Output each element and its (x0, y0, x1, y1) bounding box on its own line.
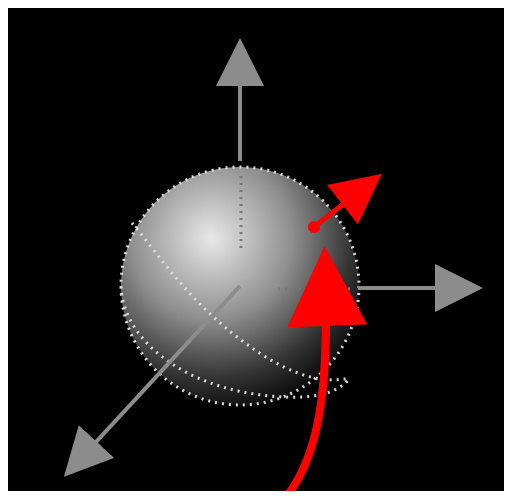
diagram-panel (8, 8, 504, 491)
bloch-sphere-diagram (8, 8, 504, 491)
red-vector-origin-dot (308, 221, 320, 233)
